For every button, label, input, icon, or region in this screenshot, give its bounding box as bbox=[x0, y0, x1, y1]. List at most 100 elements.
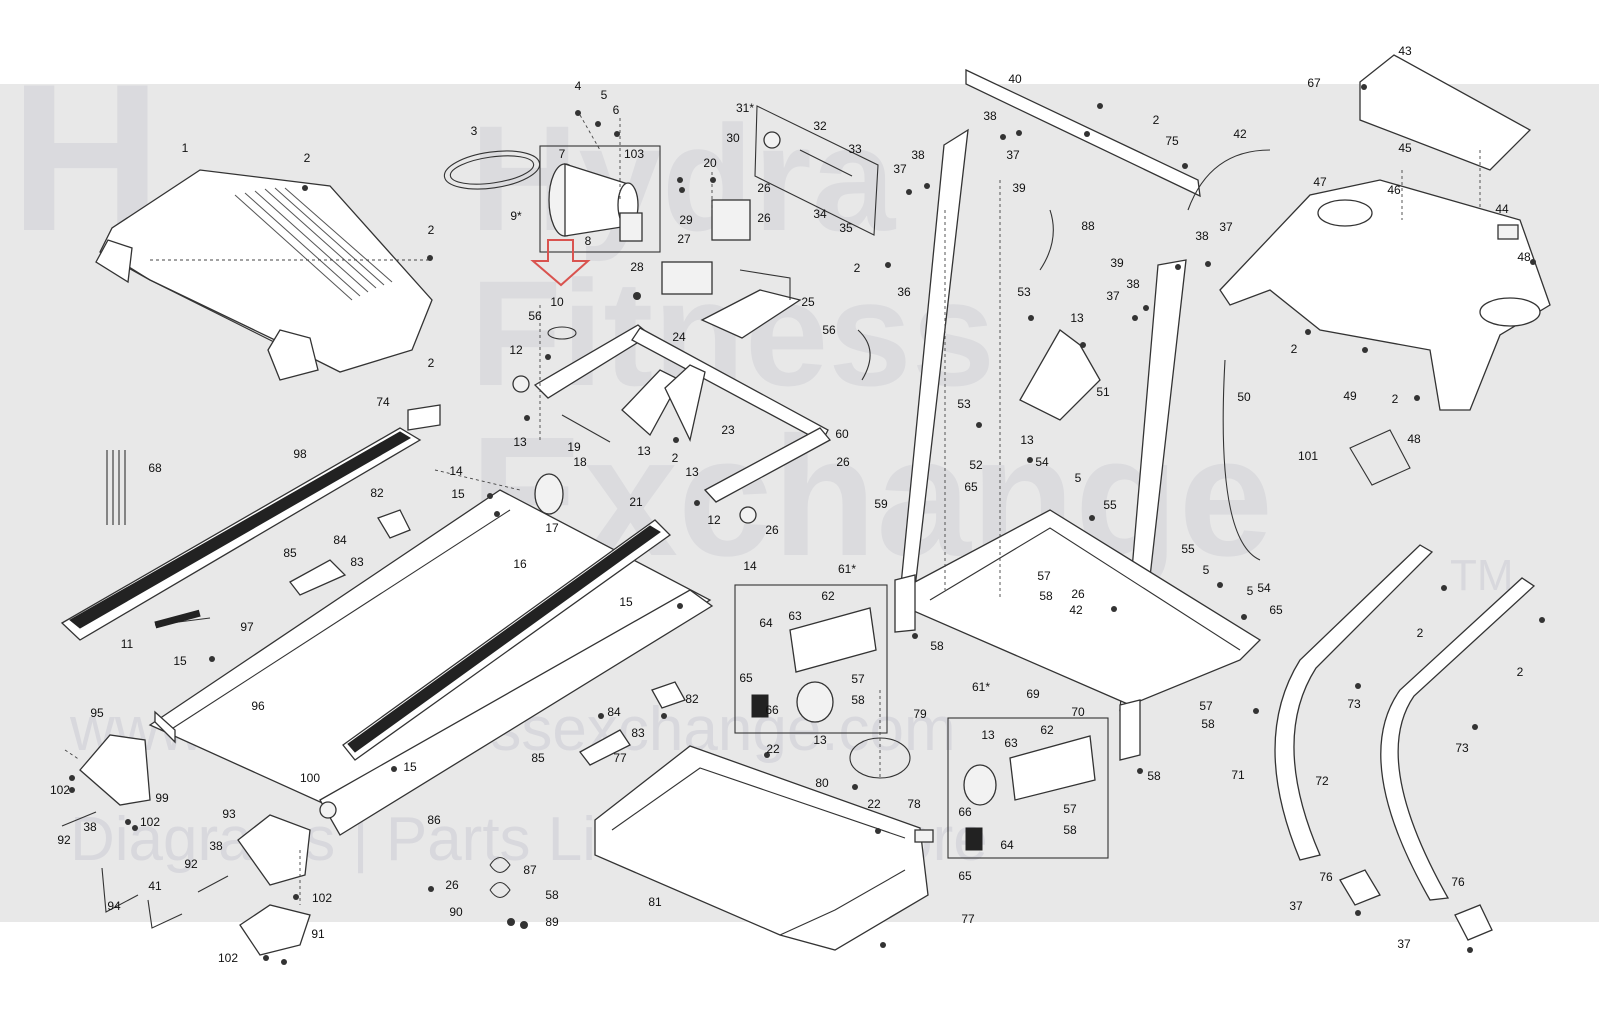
part-label-l88: 88 bbox=[1081, 219, 1095, 233]
part-label-l81: 81 bbox=[648, 895, 662, 909]
part-label-l64a: 64 bbox=[759, 616, 773, 630]
part-label-l13f: 13 bbox=[813, 733, 827, 747]
part-label-l102b: 102 bbox=[140, 815, 160, 829]
part-label-l40: 40 bbox=[1008, 72, 1022, 86]
part-label-l37f: 37 bbox=[1397, 937, 1411, 951]
part-label-l60: 60 bbox=[835, 427, 849, 441]
part-label-l14a: 14 bbox=[449, 464, 463, 478]
part-label-l16: 16 bbox=[513, 557, 527, 571]
console-bracket-44 bbox=[1497, 224, 1519, 240]
part-label-l85a: 85 bbox=[283, 546, 297, 560]
part-label-l26e: 26 bbox=[1071, 587, 1085, 601]
part-label-l65d: 65 bbox=[958, 869, 972, 883]
part-label-l19: 19 bbox=[567, 440, 581, 454]
cable-ties bbox=[106, 450, 126, 525]
part-label-l74: 74 bbox=[376, 395, 390, 409]
part-label-l96: 96 bbox=[251, 699, 265, 713]
part-label-l39b: 39 bbox=[1110, 256, 1124, 270]
motor-bracket bbox=[700, 289, 802, 339]
part-label-l91: 91 bbox=[311, 927, 325, 941]
part-label-l66b: 66 bbox=[958, 805, 972, 819]
part-label-l2b: 2 bbox=[428, 223, 435, 237]
wire-harness-42 bbox=[1187, 149, 1271, 211]
part-label-l5d: 5 bbox=[1247, 584, 1254, 598]
part-label-l62a: 62 bbox=[821, 589, 835, 603]
part-label-l84a: 84 bbox=[333, 533, 347, 547]
part-label-l8: 8 bbox=[585, 234, 592, 248]
part-label-l82b: 82 bbox=[685, 692, 699, 706]
part-label-l83b: 83 bbox=[631, 726, 645, 740]
part-label-l25: 25 bbox=[801, 295, 815, 309]
part-label-l61b: 61* bbox=[972, 680, 990, 694]
part-label-l58c: 58 bbox=[1201, 717, 1215, 731]
wheel-kit-box-1 bbox=[734, 584, 888, 734]
part-label-l35: 35 bbox=[839, 221, 853, 235]
part-label-l7: 7 bbox=[559, 147, 566, 161]
part-label-l57c: 57 bbox=[851, 672, 865, 686]
part-label-l76a: 76 bbox=[1319, 870, 1333, 884]
part-label-l2a: 2 bbox=[304, 151, 311, 165]
part-label-l55a: 55 bbox=[1103, 498, 1117, 512]
part-label-l29: 29 bbox=[679, 213, 693, 227]
part-label-l54b: 54 bbox=[1257, 581, 1271, 595]
part-label-l63b: 63 bbox=[1004, 736, 1018, 750]
part-label-l26b: 26 bbox=[757, 211, 771, 225]
part-label-l39a: 39 bbox=[1012, 181, 1026, 195]
part-label-l38f: 38 bbox=[209, 839, 223, 853]
part-label-l11: 11 bbox=[121, 637, 134, 651]
part-label-l53a: 53 bbox=[1017, 285, 1031, 299]
part-label-l32: 32 bbox=[813, 119, 827, 133]
assembly-guide-lines bbox=[64, 114, 1481, 905]
hardware-screws bbox=[69, 84, 1545, 965]
part-label-l95: 95 bbox=[90, 706, 104, 720]
part-label-l58a: 58 bbox=[1039, 589, 1053, 603]
console-display bbox=[1359, 54, 1532, 171]
base-frame bbox=[512, 324, 832, 524]
wire-56 bbox=[857, 329, 871, 381]
part-label-l13d: 13 bbox=[1070, 311, 1084, 325]
drive-motor bbox=[548, 163, 643, 242]
part-label-l77b: 77 bbox=[961, 912, 975, 926]
frame-rail bbox=[319, 589, 714, 836]
part-label-l33: 33 bbox=[848, 142, 862, 156]
part-label-l5b: 5 bbox=[1075, 471, 1082, 485]
part-label-l37d: 37 bbox=[1106, 289, 1120, 303]
part-label-l15b: 15 bbox=[173, 654, 187, 668]
part-label-l22b: 22 bbox=[867, 797, 881, 811]
part-label-l34: 34 bbox=[813, 207, 827, 221]
part-label-l15c: 15 bbox=[619, 595, 633, 609]
part-label-l20: 20 bbox=[703, 156, 717, 170]
part-label-l65b: 65 bbox=[1269, 603, 1283, 617]
watermark-trademark: TM bbox=[1450, 551, 1514, 600]
part-label-l13g: 13 bbox=[981, 728, 995, 742]
part-label-l2g: 2 bbox=[1291, 342, 1298, 356]
part-label-l2d: 2 bbox=[672, 451, 679, 465]
part-label-l57b: 57 bbox=[1199, 699, 1213, 713]
part-label-l12b: 12 bbox=[707, 513, 721, 527]
part-label-l28: 28 bbox=[630, 260, 644, 274]
part-label-l94: 94 bbox=[107, 899, 121, 913]
part-label-l99: 99 bbox=[155, 791, 169, 805]
motor-assembly-box bbox=[539, 145, 661, 253]
part-label-l10: 10 bbox=[550, 295, 564, 309]
part-label-l1: 1 bbox=[182, 141, 189, 155]
part-label-l26f: 26 bbox=[445, 878, 459, 892]
part-label-l58b: 58 bbox=[930, 639, 944, 653]
end-cap-76a bbox=[1339, 869, 1381, 906]
part-label-l87: 87 bbox=[523, 863, 537, 877]
part-label-l22a: 22 bbox=[766, 742, 780, 756]
part-label-l97: 97 bbox=[240, 620, 254, 634]
part-label-l84b: 84 bbox=[607, 705, 621, 719]
part-label-l89: 89 bbox=[545, 915, 559, 929]
part-label-l63a: 63 bbox=[788, 609, 802, 623]
bracket-82b bbox=[651, 681, 686, 709]
wire-50 bbox=[1222, 359, 1261, 561]
part-label-l12a: 12 bbox=[509, 343, 523, 357]
part-label-l21: 21 bbox=[629, 495, 643, 509]
part-label-l48b: 48 bbox=[1407, 432, 1421, 446]
part-label-l59: 59 bbox=[874, 497, 888, 511]
part-label-l30: 30 bbox=[726, 131, 740, 145]
